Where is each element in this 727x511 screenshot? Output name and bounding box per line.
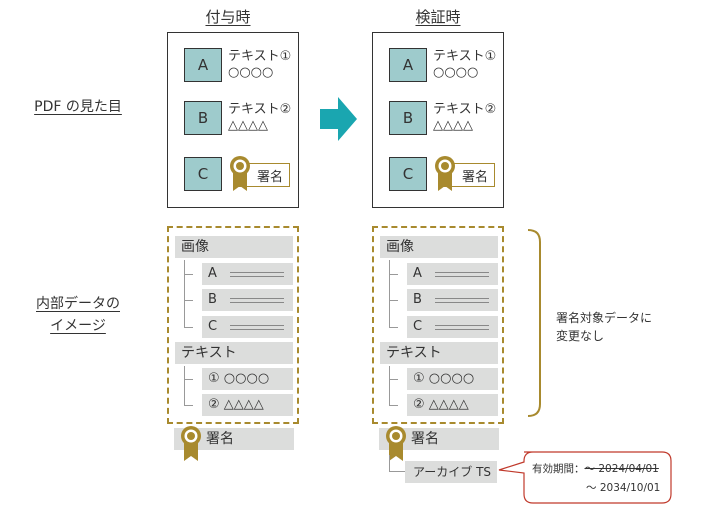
text-item-2: ② △△△△ — [202, 394, 293, 416]
pdf-view-verify: A テキスト① ○○○○ B テキスト② △△△△ C 署名 — [372, 32, 504, 208]
tree-branch — [389, 327, 398, 328]
image-header: 画像 — [175, 236, 293, 258]
pdf-text2-line1: テキスト② — [228, 102, 292, 117]
image-placeholder-lines — [230, 272, 284, 277]
tree-branch — [389, 300, 398, 301]
image-placeholder-lines — [230, 298, 284, 303]
pdf-block-a: A — [184, 48, 222, 82]
pdf-block-b: B — [184, 101, 222, 135]
image-tree-line — [184, 260, 185, 328]
internal-signature-label: 署名 — [411, 431, 439, 447]
image-item-c: C — [407, 316, 498, 338]
pdf-text2-line1: テキスト② — [433, 102, 497, 117]
image-item-label: A — [413, 266, 422, 281]
pdf-text1-line2: ○○○○ — [228, 65, 274, 80]
image-item-a: A — [407, 263, 498, 285]
archive-tree-line — [389, 455, 390, 471]
text-item-1: ① ○○○○ — [202, 368, 293, 390]
image-item-c: C — [202, 316, 293, 338]
image-placeholder-lines — [435, 272, 489, 277]
image-tree-line — [389, 260, 390, 328]
validity-callout-bubble — [498, 451, 672, 504]
internal-data-grant: 画像 A B C テキスト ① ○○○○ ② △△△△ — [167, 226, 299, 424]
image-item-b: B — [407, 289, 498, 311]
archive-branch — [389, 471, 405, 472]
validity-old-date: ～ 2024/04/01 — [584, 463, 659, 475]
pdf-text1-line2: ○○○○ — [433, 65, 479, 80]
text-tree-line — [184, 366, 185, 406]
signature-medal-icon — [230, 156, 250, 191]
internal-signature-label: 署名 — [206, 431, 234, 447]
signature-medal-icon — [386, 426, 406, 461]
image-item-a: A — [202, 263, 293, 285]
pdf-text1-line1: テキスト① — [433, 49, 497, 64]
pdf-text1-line1: テキスト① — [228, 49, 292, 64]
image-item-label: C — [208, 319, 218, 334]
tree-branch — [184, 327, 193, 328]
bracket-note-line2: 変更なし — [556, 329, 605, 343]
image-item-b: B — [202, 289, 293, 311]
text-header: テキスト — [175, 342, 293, 364]
tree-branch — [184, 405, 193, 406]
signature-medal-icon — [181, 426, 201, 461]
row-label-internal-1: 内部データの — [36, 296, 120, 312]
bracket-note-line1: 署名対象データに — [556, 311, 653, 325]
image-placeholder-lines — [230, 325, 284, 330]
internal-data-verify: 画像 A B C テキスト ① ○○○○ ② △△△△ — [372, 226, 504, 424]
internal-signature: 署名 — [379, 428, 499, 450]
text-item-1: ① ○○○○ — [407, 368, 498, 390]
pdf-text2-line2: △△△△ — [433, 118, 473, 133]
pdf-block-c: C — [184, 157, 222, 191]
pdf-view-grant: A テキスト① ○○○○ B テキスト② △△△△ C 署名 — [167, 32, 299, 208]
image-item-label: B — [208, 292, 217, 307]
column-title-verify: 検証時 — [415, 8, 461, 26]
pdf-block-a: A — [389, 48, 427, 82]
validity-label: 有効期間：～ 2024/04/01 — [532, 461, 659, 476]
image-header: 画像 — [380, 236, 498, 258]
pdf-block-b: B — [389, 101, 427, 135]
image-placeholder-lines — [435, 325, 489, 330]
tree-branch — [184, 379, 193, 380]
text-header: テキスト — [380, 342, 498, 364]
text-item-2: ② △△△△ — [407, 394, 498, 416]
tree-branch — [389, 405, 398, 406]
image-item-label: C — [413, 319, 423, 334]
row-label-internal-2: イメージ — [50, 318, 106, 334]
column-title-grant: 付与時 — [205, 8, 251, 26]
right-arrow-icon — [320, 97, 357, 141]
validity-new-date: ～ 2034/10/01 — [586, 482, 661, 494]
image-placeholder-lines — [435, 298, 489, 303]
tree-branch — [184, 300, 193, 301]
image-item-label: B — [413, 292, 422, 307]
signature-medal-icon — [435, 156, 455, 191]
tree-branch — [389, 379, 398, 380]
image-item-label: A — [208, 266, 217, 281]
internal-signature: 署名 — [174, 428, 294, 450]
pdf-text2-line2: △△△△ — [228, 118, 268, 133]
row-label-pdf: PDF の見た目 — [34, 99, 122, 115]
bracket-icon — [527, 229, 541, 417]
archive-ts-box: アーカイブ TS — [405, 461, 497, 483]
validity-label-text: 有効期間： — [532, 463, 585, 475]
pdf-block-c: C — [389, 157, 427, 191]
tree-branch — [184, 274, 193, 275]
tree-branch — [389, 274, 398, 275]
text-tree-line — [389, 366, 390, 406]
